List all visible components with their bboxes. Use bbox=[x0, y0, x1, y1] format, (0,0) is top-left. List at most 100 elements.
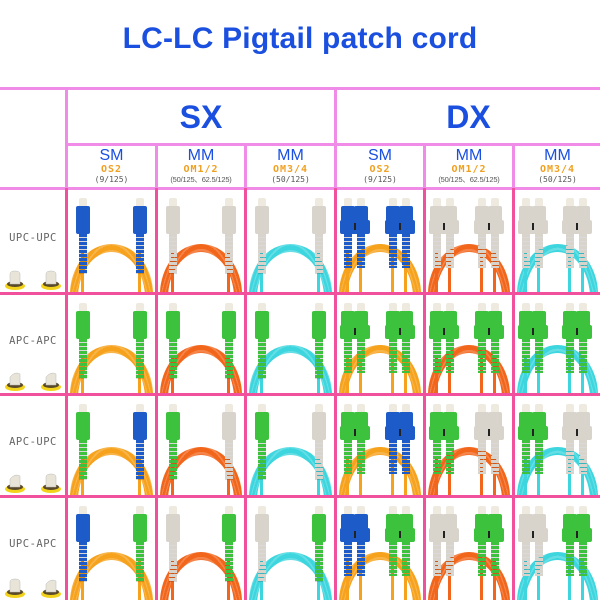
ferrule-tip bbox=[478, 506, 486, 514]
ferrule-tip bbox=[478, 303, 486, 311]
connector-boot bbox=[478, 234, 486, 268]
ferrule-tip bbox=[566, 404, 574, 412]
connector-boot bbox=[258, 440, 266, 480]
connector-boot bbox=[478, 542, 486, 576]
patch-cord-apc-upc-dx-os2 bbox=[337, 396, 423, 495]
connector-boot bbox=[579, 440, 587, 474]
connector-boot bbox=[566, 542, 574, 576]
connector-boot bbox=[389, 542, 397, 576]
clip-slot bbox=[532, 531, 534, 538]
column-header-sx-sm: SM OS2 (9/125) bbox=[68, 146, 155, 188]
clip-slot bbox=[532, 328, 534, 335]
connector-boot bbox=[446, 542, 454, 576]
connector-boot bbox=[491, 542, 499, 576]
ferrule-tip bbox=[522, 404, 530, 412]
patch-cord-apc-upc-dx-om34 bbox=[515, 396, 600, 495]
column-grade: OM3/4 bbox=[272, 164, 309, 175]
grid-line-col-1 bbox=[155, 143, 158, 190]
patch-cord-upc-upc-dx-om12 bbox=[426, 190, 512, 292]
ferrule-tip bbox=[535, 404, 543, 412]
fiber-lead bbox=[493, 456, 496, 495]
connector-boot bbox=[357, 234, 365, 268]
fiber-lead bbox=[435, 558, 438, 600]
clip-slot bbox=[576, 328, 578, 335]
clip-slot bbox=[354, 328, 356, 335]
apc-connector-icon bbox=[133, 311, 147, 339]
connector-boot bbox=[491, 234, 499, 268]
connector-boot bbox=[566, 234, 574, 268]
fiber-lead bbox=[391, 456, 394, 495]
grid-line-col-2 bbox=[244, 143, 247, 190]
clip-slot bbox=[576, 429, 578, 436]
fiber-lead bbox=[404, 355, 407, 393]
connector-boot bbox=[258, 542, 266, 582]
patch-cord-upc-upc-sx-om34 bbox=[247, 190, 334, 292]
connector-boot bbox=[344, 234, 352, 268]
row-label-upc-upc: UPC-UPC bbox=[9, 232, 57, 244]
grid-line-col-2b bbox=[244, 188, 247, 600]
ferrule-tip bbox=[579, 506, 587, 514]
ferrule-tip bbox=[225, 198, 233, 206]
connector-boot bbox=[433, 339, 441, 373]
patch-cord-apc-apc-dx-om34 bbox=[515, 295, 600, 393]
ferrule-tip bbox=[522, 198, 530, 206]
ferrule-tip bbox=[169, 198, 177, 206]
clip-slot bbox=[532, 429, 534, 436]
ferrule-tip bbox=[579, 404, 587, 412]
ferrule-tip bbox=[402, 303, 410, 311]
connector-boot bbox=[315, 440, 323, 480]
column-mode: MM bbox=[455, 147, 483, 164]
connector-boot bbox=[491, 339, 499, 373]
connector-boot bbox=[535, 542, 543, 576]
connector-boot bbox=[402, 440, 410, 474]
patch-cord-apc-apc-sx-os2 bbox=[68, 295, 155, 393]
fiber-lead bbox=[435, 456, 438, 495]
ferrule-tip bbox=[136, 303, 144, 311]
ferrule-tip bbox=[446, 404, 454, 412]
grid-line-col-4b bbox=[423, 188, 426, 600]
fiber-lead bbox=[480, 558, 483, 600]
clip-slot bbox=[399, 223, 401, 230]
grid-line-col-1b bbox=[155, 188, 158, 600]
column-mode: MM bbox=[187, 147, 215, 164]
ferrule-tip bbox=[491, 198, 499, 206]
connector-boot bbox=[169, 339, 177, 379]
connector-boot bbox=[389, 234, 397, 268]
column-mode: MM bbox=[544, 147, 571, 164]
upc-connector-icon bbox=[166, 206, 180, 234]
ferrule-tip bbox=[433, 198, 441, 206]
patch-cord-upc-upc-sx-os2 bbox=[68, 190, 155, 292]
flat-ferrule-icon bbox=[40, 268, 61, 290]
ferrule-tip bbox=[79, 303, 87, 311]
ferrule-tip bbox=[579, 303, 587, 311]
row-label-upc-apc: UPC-APC bbox=[9, 538, 57, 550]
column-grade: OM3/4 bbox=[539, 164, 576, 175]
connector-boot bbox=[169, 440, 177, 480]
fiber-lead bbox=[346, 456, 349, 495]
ferrule-tip bbox=[136, 404, 144, 412]
connector-boot bbox=[79, 234, 87, 274]
connector-boot bbox=[446, 234, 454, 268]
apc-connector-icon bbox=[76, 311, 90, 339]
ferrule-tip bbox=[433, 303, 441, 311]
fiber-lead bbox=[391, 355, 394, 393]
ferrule-tip bbox=[402, 506, 410, 514]
column-header-sx-om12: MM OM1/2 (50/125、62.5/125) bbox=[158, 146, 244, 188]
ferrule-tip bbox=[522, 506, 530, 514]
connector-boot bbox=[79, 542, 87, 582]
fiber-lead bbox=[581, 558, 584, 600]
flat-ferrule-icon bbox=[4, 268, 25, 290]
fiber-lead bbox=[404, 250, 407, 292]
clip-slot bbox=[399, 328, 401, 335]
group-header-dx: DX bbox=[446, 98, 491, 135]
ferrule-tip bbox=[315, 506, 323, 514]
ferrule-tip bbox=[169, 506, 177, 514]
column-grade: OS2 bbox=[100, 164, 123, 175]
patch-cord-apc-apc-sx-om12 bbox=[158, 295, 244, 393]
ferrule-tip bbox=[566, 303, 574, 311]
ferrule-tip bbox=[357, 404, 365, 412]
patch-cord-apc-upc-sx-os2 bbox=[68, 396, 155, 495]
connector-boot bbox=[535, 234, 543, 268]
connector-boot bbox=[315, 234, 323, 274]
grid-line-header bbox=[0, 187, 600, 190]
